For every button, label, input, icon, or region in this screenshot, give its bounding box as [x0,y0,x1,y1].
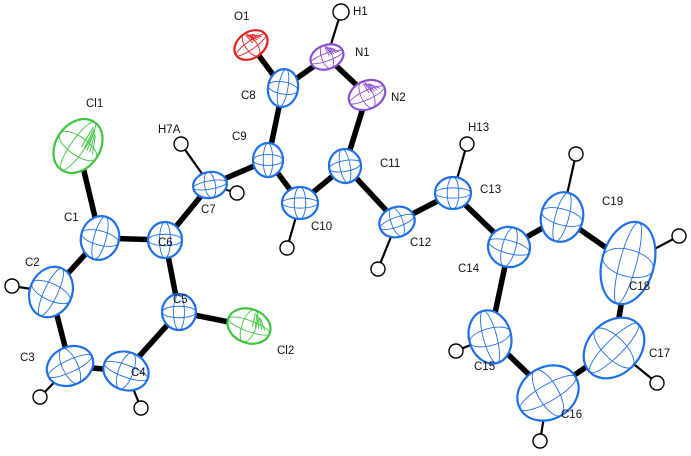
atom-c18-ellipsoid [599,220,657,306]
atom-c1-ellipsoid [79,215,121,261]
label-C8: C8 [241,90,256,102]
label-Cl2: Cl2 [277,345,294,357]
atom-c12-ellipsoid [378,205,416,239]
atom-c13-ellipsoid [433,175,473,211]
label-N1: N1 [355,47,370,59]
atom-c4-ellipsoid [102,350,150,392]
label-C14: C14 [458,263,480,275]
atom-h4-hydrogen [133,400,149,416]
label-Cl1: Cl1 [86,98,103,110]
atom-h16-hydrogen [532,433,548,449]
atom-c16-ellipsoid [516,364,580,422]
atom-labels: O1 H1 N1 N2 C8 C9 H7A Cl1 C7 C1 C6 C2 C5… [20,6,670,421]
atom-o1-ellipsoid [233,29,269,61]
atom-h15-hydrogen [448,343,464,359]
atom-h17-hydrogen [649,375,665,391]
label-C5: C5 [173,294,188,306]
atom-h13-hydrogen [459,136,475,152]
atom-c2-ellipsoid [27,265,75,319]
atom-c9-ellipsoid [251,141,285,179]
label-C19: C19 [602,196,623,208]
label-C2: C2 [25,257,40,269]
atom-c8-ellipsoid [266,68,300,108]
label-H7A: H7A [158,124,181,136]
label-C13: C13 [480,184,501,196]
label-H1: H1 [353,6,368,18]
atom-c14-ellipsoid [486,225,532,269]
atom-n2-ellipsoid [347,78,387,112]
atom-c5-ellipsoid [160,292,198,332]
atom-h19-hydrogen [568,146,584,162]
atom-c7-ellipsoid [192,170,228,200]
label-C12: C12 [410,237,431,249]
label-C7: C7 [201,204,216,216]
label-C17: C17 [649,348,670,360]
label-C4: C4 [131,367,146,379]
atom-h1-hydrogen [332,3,350,21]
atom-h10-hydrogen [279,240,295,256]
label-C6: C6 [158,237,173,249]
atom-h18-hydrogen [671,228,687,244]
label-C10: C10 [311,221,332,233]
label-C9: C9 [232,131,247,143]
atom-c10-ellipsoid [280,185,320,221]
label-C1: C1 [64,212,79,224]
atom-c6-ellipsoid [146,220,184,260]
atom-cl2-ellipsoid [226,307,272,345]
atom-h7a-hydrogen [173,136,189,152]
atoms-layer [4,3,687,449]
label-C3: C3 [20,352,35,364]
atom-c17-ellipsoid [582,316,646,380]
atom-c11-ellipsoid [327,147,363,185]
atom-c3-ellipsoid [45,344,95,388]
label-C16: C16 [561,409,582,421]
label-C15: C15 [474,361,495,373]
atom-c15-ellipsoid [467,309,513,365]
atom-cl1-ellipsoid [52,118,104,174]
label-C11: C11 [380,158,400,170]
label-C18: C18 [629,281,650,293]
label-N2: N2 [391,92,406,104]
label-H13: H13 [468,122,489,134]
atom-n1-ellipsoid [309,43,345,71]
atom-h3-hydrogen [32,389,48,405]
atom-h11-hydrogen [4,278,20,294]
atom-h12-hydrogen [370,261,386,277]
atom-h7b-hydrogen [229,185,245,201]
label-O1: O1 [234,11,249,23]
atom-c19-ellipsoid [539,191,585,243]
